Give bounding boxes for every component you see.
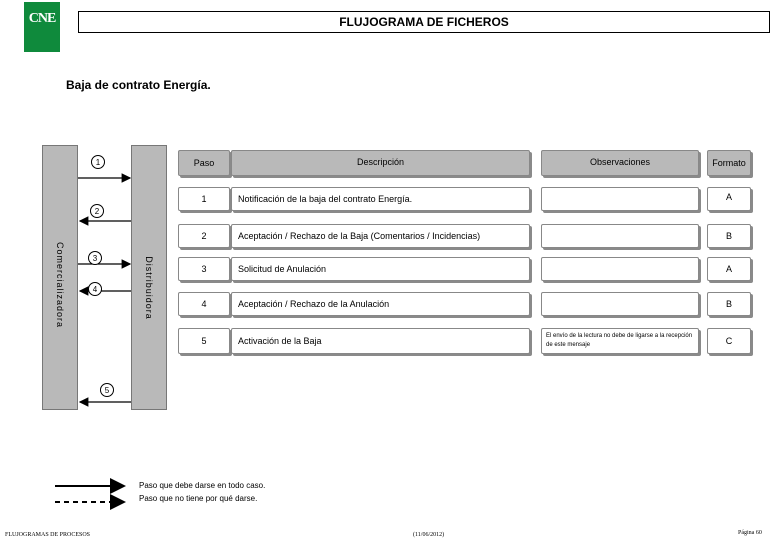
footer-page-number: Página 60 [738, 530, 762, 536]
row-4-formato: B [707, 292, 751, 316]
row-3-paso: 3 [178, 257, 230, 281]
row-3-formato: A [707, 257, 751, 281]
row-1-formato: A [707, 187, 751, 211]
row-2-observaciones [541, 224, 699, 248]
row-2-descripcion: Aceptación / Rechazo de la Baja (Comenta… [231, 224, 530, 248]
row-2-formato: B [707, 224, 751, 248]
row-3-observaciones [541, 257, 699, 281]
step-circle-2: 2 [90, 204, 104, 218]
comercializadora-bar [42, 145, 78, 410]
legend-solid-text: Paso que debe darse en todo caso. [139, 481, 266, 490]
header-paso: Paso [178, 150, 230, 176]
header-observaciones: Observaciones [541, 150, 699, 176]
step-circle-5: 5 [100, 383, 114, 397]
row-5-paso: 5 [178, 328, 230, 354]
step-circle-3: 3 [88, 251, 102, 265]
footer-left: FLUJOGRAMAS DE PROCESOS [5, 532, 91, 538]
row-4-paso: 4 [178, 292, 230, 316]
row-5-descripcion: Activación de la Baja [231, 328, 530, 354]
footer-date: (11/06/2012) [413, 532, 445, 538]
distribuidora-bar [131, 145, 167, 410]
row-1-observaciones [541, 187, 699, 211]
row-4-observaciones [541, 292, 699, 316]
row-3-descripcion: Solicitud de Anulación [231, 257, 530, 281]
row-4-descripcion: Aceptación / Rechazo de la Anulación [231, 292, 530, 316]
header-descripcion: Descripción [231, 150, 530, 176]
row-2-paso: 2 [178, 224, 230, 248]
step-circle-4: 4 [88, 282, 102, 296]
row-5-observaciones: El envío de la lectura no debe de ligars… [541, 328, 699, 354]
row-5-formato: C [707, 328, 751, 354]
row-1-descripcion: Notificación de la baja del contrato Ene… [231, 187, 530, 211]
step-circle-1: 1 [91, 155, 105, 169]
header-formato: Formato [707, 150, 751, 176]
row-1-paso: 1 [178, 187, 230, 211]
page-title: FLUJOGRAMA DE FICHEROS [78, 11, 770, 33]
legend-dashed-text: Paso que no tiene por qué darse. [139, 494, 258, 503]
cne-logo: CNE [24, 2, 60, 52]
process-subtitle: Baja de contrato Energía. [66, 78, 211, 92]
